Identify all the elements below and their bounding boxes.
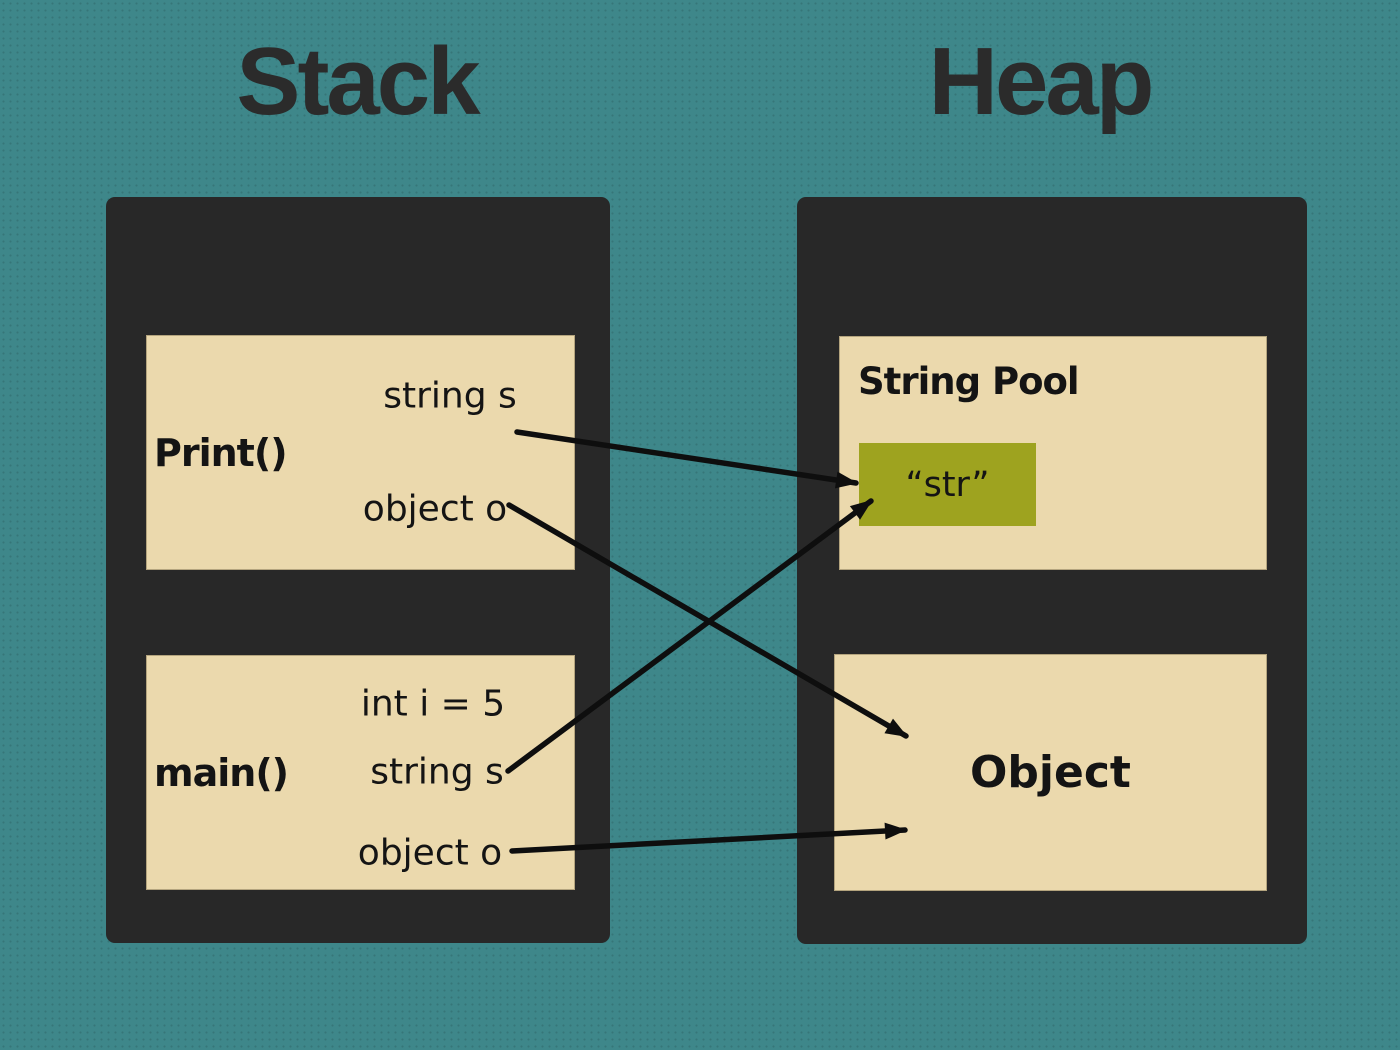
variable-main-object-o: object o <box>357 832 503 874</box>
stack-title: Stack <box>236 28 480 135</box>
variable-print-object-o: object o <box>362 488 508 530</box>
frame-name-main: main() <box>154 750 289 795</box>
heap-title: Heap <box>928 28 1155 135</box>
heap-panel: String Pool “str” Object <box>797 197 1307 944</box>
stack-panel: Print() string s object o main() int i =… <box>106 197 610 943</box>
object-label: Object <box>970 747 1131 798</box>
stack-frame-print: Print() string s object o <box>146 335 575 570</box>
variable-main-int-i: int i = 5 <box>360 683 506 725</box>
variable-print-string-s: string s <box>383 375 517 417</box>
heap-object-box: Object <box>834 654 1267 891</box>
heap-string-pool-box: String Pool “str” <box>839 336 1267 570</box>
interned-string-box: “str” <box>859 443 1036 526</box>
frame-name-print: Print() <box>154 430 288 475</box>
string-pool-label: String Pool <box>858 360 1080 403</box>
stack-frame-main: main() int i = 5 string s object o <box>146 655 575 890</box>
variable-main-string-s: string s <box>370 751 504 793</box>
interned-string-value: “str” <box>905 464 990 505</box>
